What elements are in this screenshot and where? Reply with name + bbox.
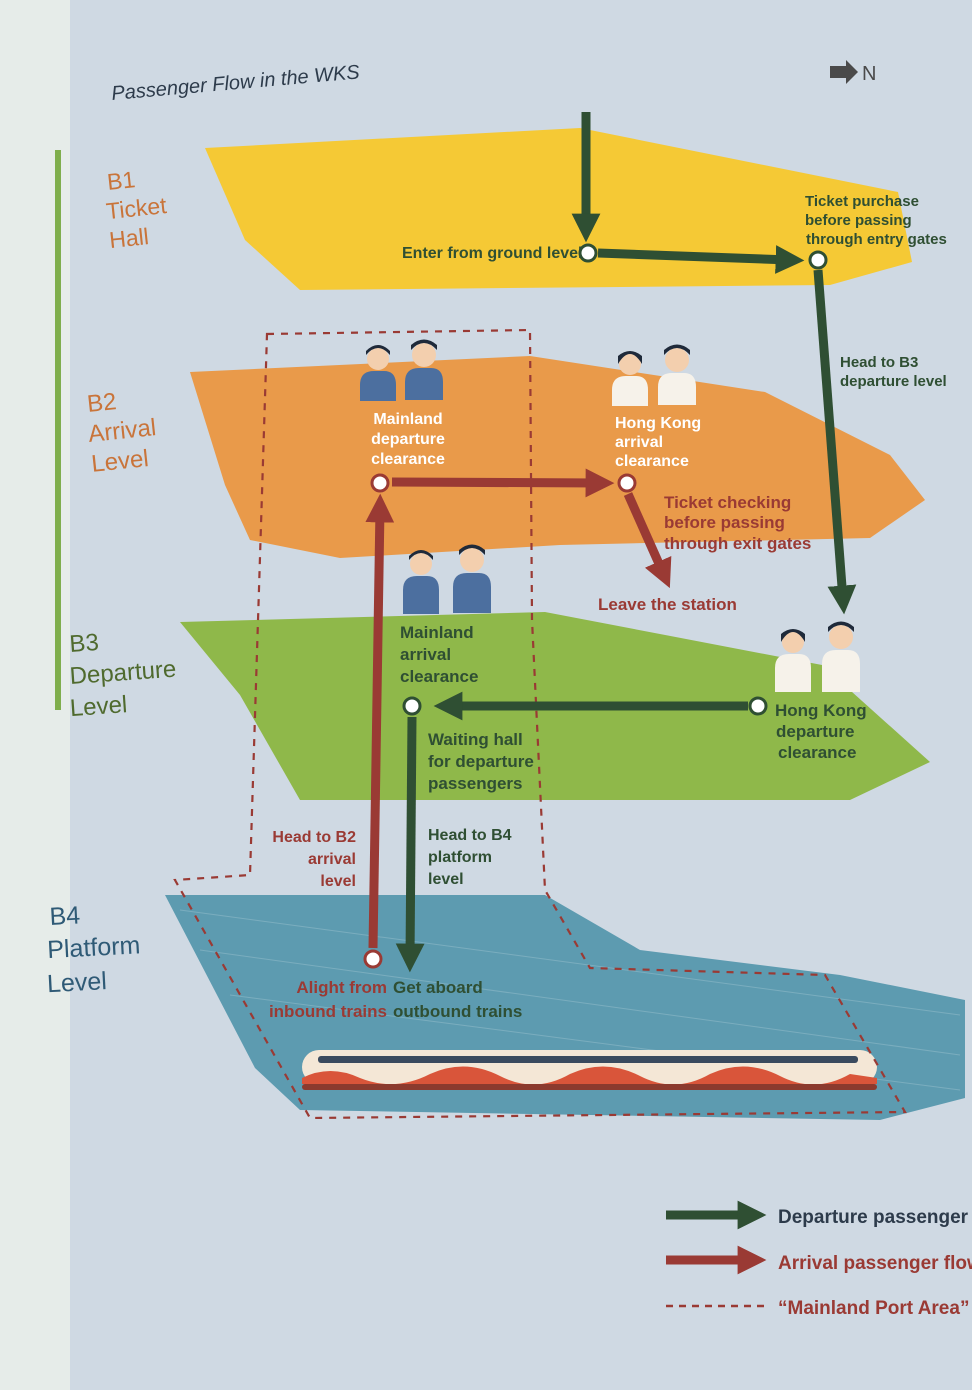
mainland-officer-icon: [403, 550, 439, 614]
hong-kong-officer-icon: [775, 629, 811, 692]
mainland-officer-icon: [360, 345, 396, 401]
svg-text:Hall: Hall: [108, 223, 150, 253]
svg-text:through exit gates: through exit gates: [664, 534, 811, 553]
svg-text:clearance: clearance: [778, 743, 856, 762]
svg-text:level: level: [320, 873, 356, 890]
svg-text:before passing: before passing: [805, 212, 912, 229]
b1-slab: [205, 128, 912, 290]
hong-kong-officer-icon: [822, 621, 860, 692]
svg-text:departure: departure: [776, 722, 854, 741]
svg-text:arrival: arrival: [400, 645, 451, 664]
svg-text:arrival: arrival: [308, 851, 356, 868]
label-leave-station: Leave the station: [598, 595, 737, 614]
train-illustration: [302, 1050, 877, 1090]
svg-text:level: level: [428, 871, 464, 888]
label-ticket-checking: Ticket checking before passing through e…: [664, 493, 811, 553]
spine-edge-stripe: [55, 150, 61, 710]
svg-text:inbound trains: inbound trains: [269, 1002, 387, 1021]
legend-arrival: Arrival passenger flow: [666, 1245, 972, 1275]
svg-text:departure: departure: [371, 431, 445, 448]
svg-text:Head to B4: Head to B4: [428, 827, 512, 844]
label-alight-inbound: Alight from inbound trains: [269, 978, 387, 1021]
svg-text:B3: B3: [69, 629, 100, 658]
svg-text:Level: Level: [90, 445, 150, 478]
level-label-b1: B1 Ticket Hall: [105, 166, 168, 253]
svg-text:B2: B2: [86, 388, 118, 418]
label-hong-kong-departure-clearance: Hong Kong departure clearance: [775, 701, 867, 762]
level-label-b3: B3 Departure Level: [69, 629, 178, 722]
mainland-officer-icon: [453, 544, 491, 613]
svg-text:Level: Level: [69, 691, 128, 722]
legend-port-area: “Mainland Port Area”: [666, 1298, 969, 1319]
svg-text:Ticket purchase: Ticket purchase: [805, 193, 919, 210]
north-label: N: [862, 63, 876, 85]
legend-departure: Departure passenger: [666, 1200, 969, 1230]
label-head-to-b3: Head to B3 departure level: [840, 354, 947, 390]
svg-text:B4: B4: [49, 901, 81, 931]
departure-flow-arrows: [395, 112, 857, 973]
svg-text:“Mainland Port Area”: “Mainland Port Area”: [778, 1298, 969, 1319]
label-head-to-b2: Head to B2 arrival level: [272, 829, 356, 890]
svg-text:Platform: Platform: [47, 931, 141, 964]
arrival-flow-arrows: [365, 468, 672, 949]
svg-text:Mainland: Mainland: [373, 411, 442, 428]
svg-text:arrival: arrival: [615, 434, 663, 451]
svg-text:departure level: departure level: [840, 373, 947, 390]
svg-text:Arrival passenger flow: Arrival passenger flow: [778, 1253, 972, 1274]
svg-text:Ticket: Ticket: [105, 192, 168, 224]
svg-text:Hong Kong: Hong Kong: [775, 701, 867, 720]
label-mainland-departure-clearance: Mainland departure clearance: [371, 411, 445, 468]
svg-text:Get aboard: Get aboard: [393, 978, 483, 997]
svg-text:platform: platform: [428, 849, 492, 866]
svg-text:passengers: passengers: [428, 774, 523, 793]
svg-text:Head to B2: Head to B2: [272, 829, 356, 846]
svg-text:outbound trains: outbound trains: [393, 1002, 522, 1021]
label-waiting-hall: Waiting hall for departure passengers: [428, 730, 534, 793]
hong-kong-officer-icon: [612, 351, 648, 406]
mainland-officer-icon: [405, 339, 443, 400]
svg-text:before passing: before passing: [664, 513, 785, 532]
svg-text:clearance: clearance: [615, 453, 689, 470]
label-aboard-outbound: Get aboard outbound trains: [393, 978, 522, 1021]
svg-text:through entry gates: through entry gates: [806, 231, 947, 248]
svg-text:Alight from: Alight from: [296, 978, 387, 997]
mainland-port-area-boundary: [173, 328, 907, 1120]
flow-node-markers: [363, 243, 828, 969]
svg-text:Waiting hall: Waiting hall: [428, 730, 523, 749]
level-label-b4: B4 Platform Level: [46, 901, 141, 998]
svg-text:Level: Level: [46, 967, 107, 998]
legend: Departure passenger Arrival passenger fl…: [666, 1200, 972, 1319]
label-mainland-arrival-clearance: Mainland arrival clearance: [400, 623, 478, 686]
svg-text:Mainland: Mainland: [400, 623, 474, 642]
label-enter-ground: Enter from ground level: [402, 245, 582, 262]
svg-text:Departure passenger: Departure passenger: [778, 1207, 969, 1228]
svg-text:B1: B1: [106, 166, 137, 195]
svg-text:Head to B3: Head to B3: [840, 354, 918, 371]
label-head-to-b4: Head to B4 platform level: [428, 827, 512, 888]
svg-text:Ticket checking: Ticket checking: [664, 493, 791, 512]
hong-kong-officer-icon: [658, 344, 696, 405]
label-hong-kong-arrival-clearance: Hong Kong arrival clearance: [615, 415, 701, 470]
svg-text:for departure: for departure: [428, 752, 534, 771]
svg-text:clearance: clearance: [400, 667, 478, 686]
svg-text:Hong Kong: Hong Kong: [615, 415, 701, 432]
north-arrow-icon: [830, 60, 858, 84]
svg-text:clearance: clearance: [371, 451, 445, 468]
label-ticket-purchase: Ticket purchase before passing through e…: [805, 193, 947, 248]
